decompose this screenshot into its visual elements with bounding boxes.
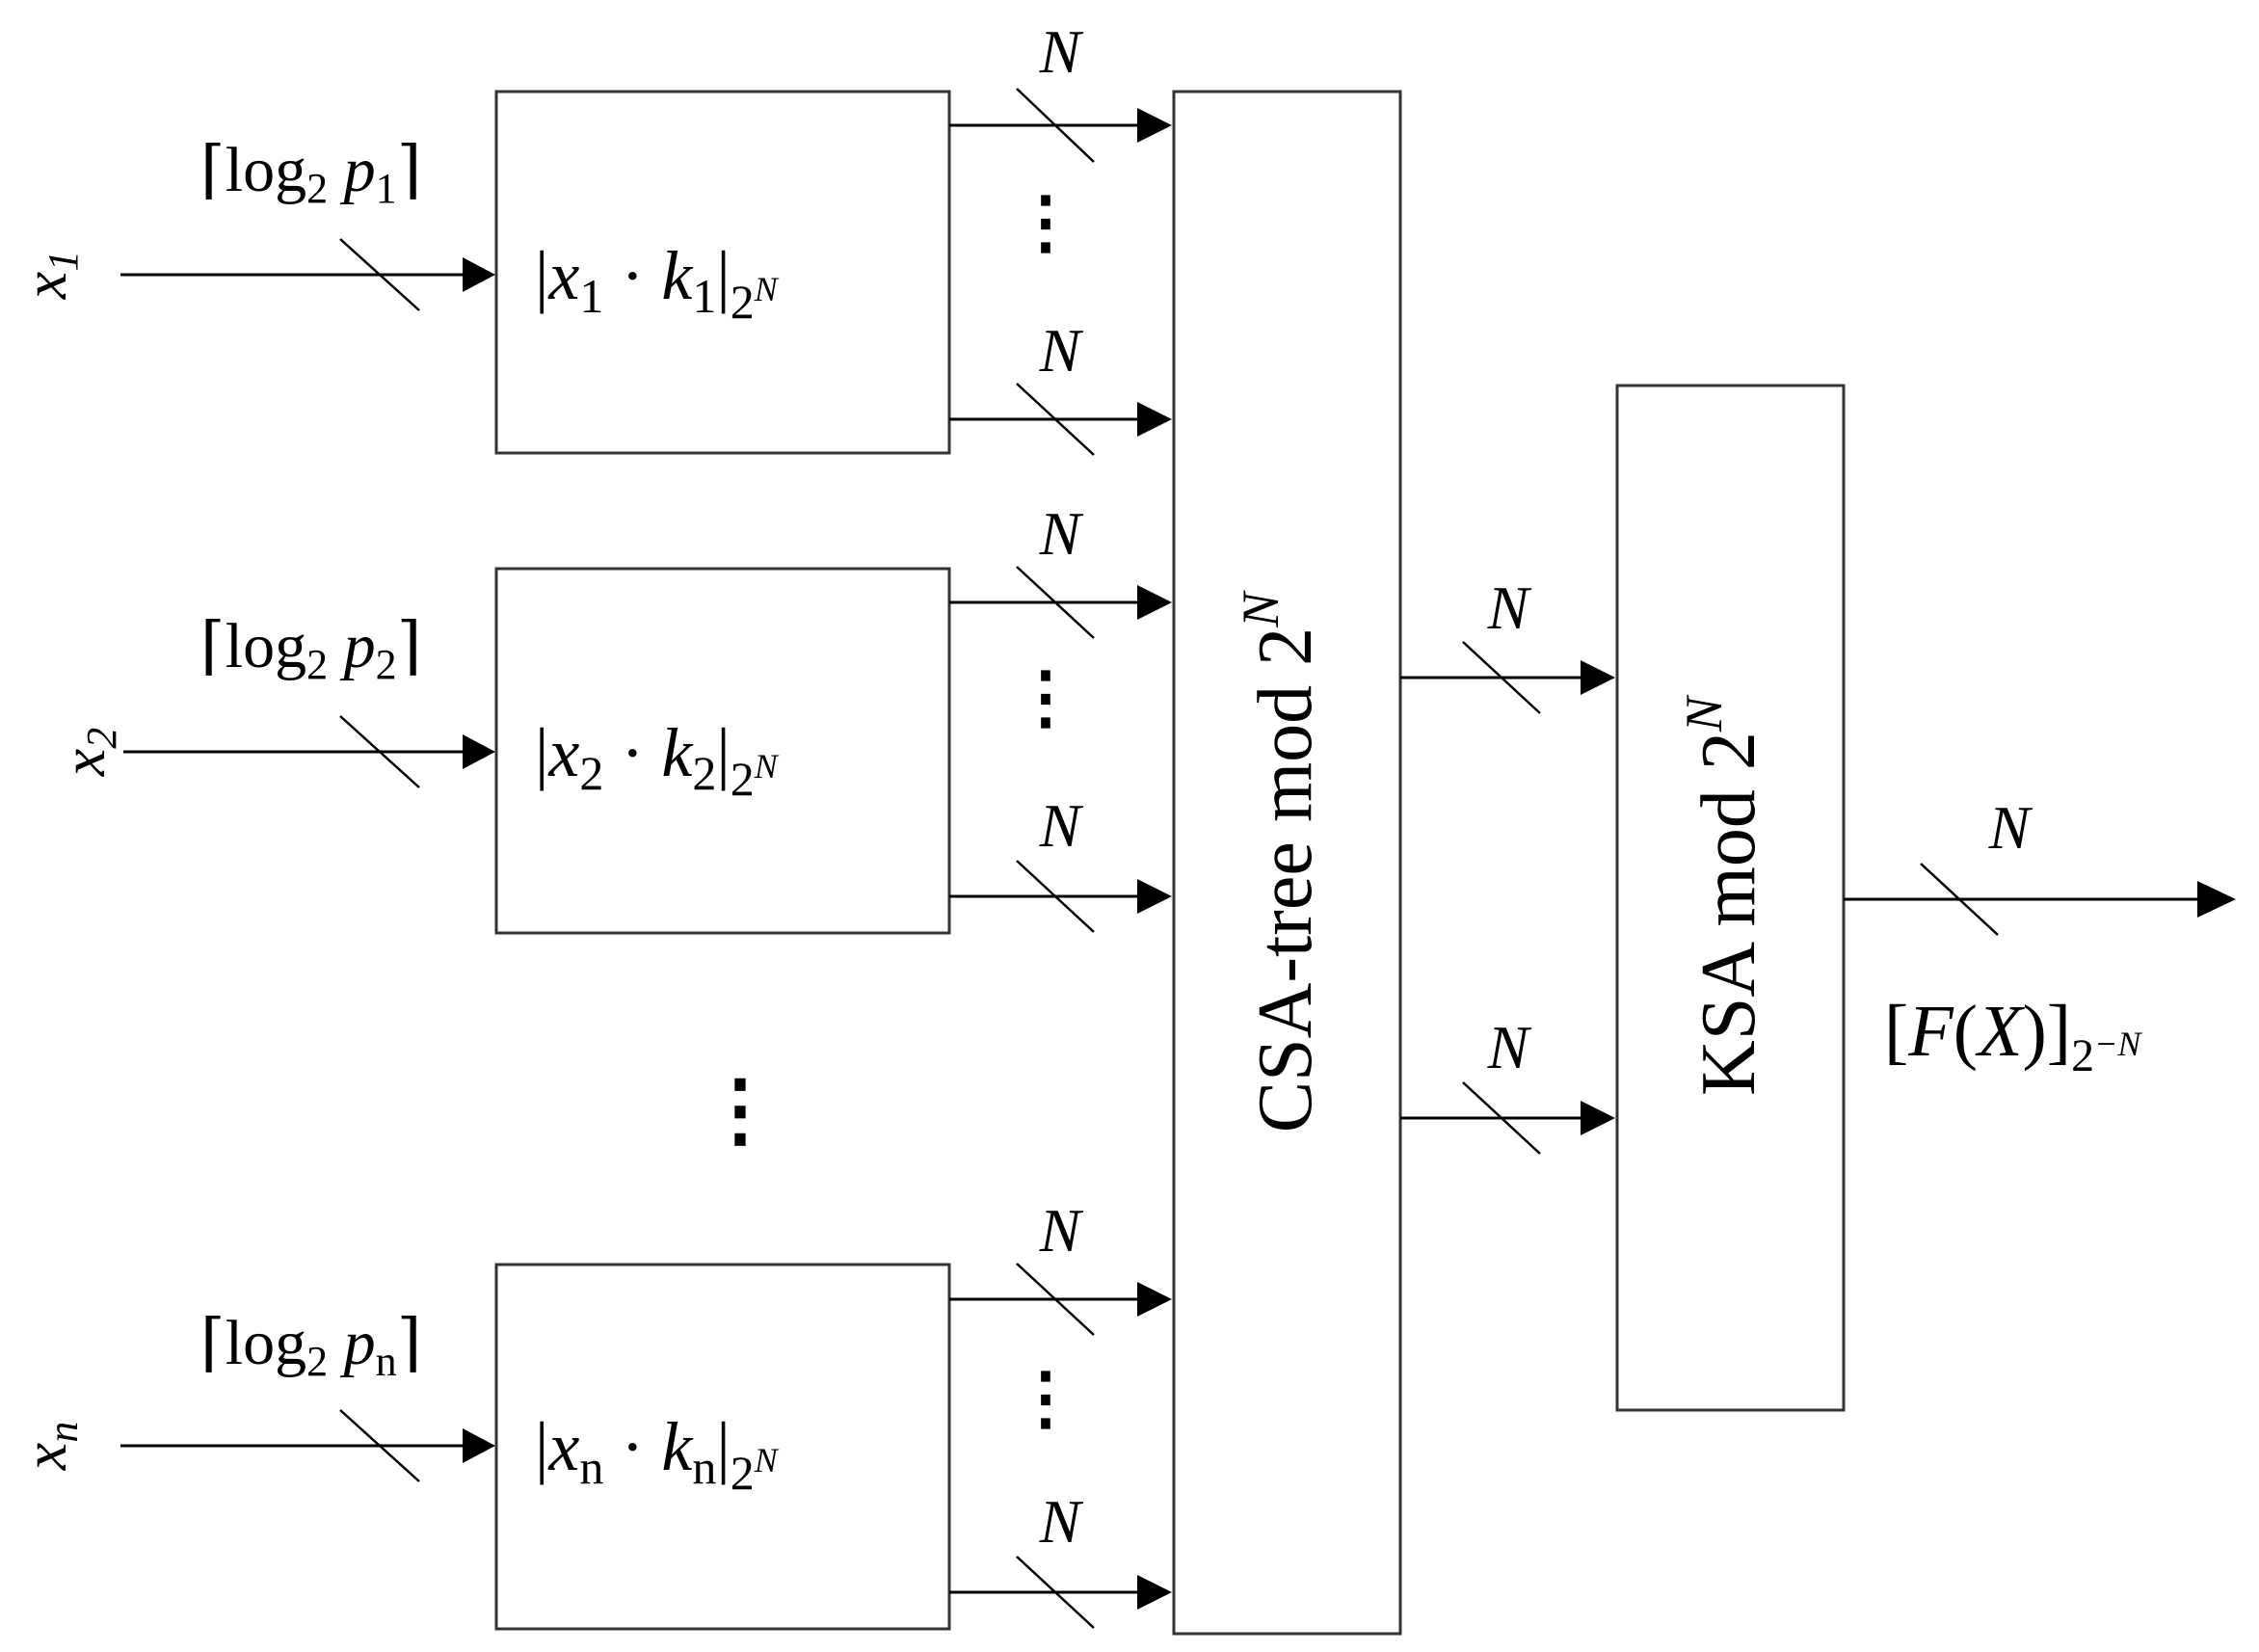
arrowhead	[1581, 660, 1615, 695]
arrowhead	[1137, 1282, 1172, 1317]
multiplier-block-n	[494, 1263, 951, 1631]
bus-width-N: N	[1487, 1013, 1532, 1081]
input-row-n: xn ⌈log2 pn⌉ |xn · kn|2N N ⋮ N	[11, 1196, 1172, 1631]
arrowhead	[1137, 108, 1172, 143]
bus-width-N: N	[1039, 1196, 1084, 1265]
multiplier-block-2	[494, 567, 951, 935]
bus-slash	[1462, 1081, 1541, 1155]
bus-width-N: N	[1039, 791, 1084, 860]
bus-width-N: N	[1039, 1487, 1084, 1556]
arrowhead	[1137, 879, 1172, 914]
bus-slash	[339, 1409, 420, 1482]
input-label-x2: x2	[49, 728, 125, 777]
multiplier-expr-1: |x1 · k1|2N	[535, 237, 780, 329]
bus-width-N: N	[1487, 573, 1532, 642]
bus-slash	[339, 715, 420, 788]
bus-width-N: N	[1039, 316, 1084, 385]
bus-width-N: N	[1039, 499, 1084, 568]
bus-slash	[1016, 860, 1095, 933]
bus-slash	[1016, 88, 1095, 163]
bus-slash	[1920, 863, 1999, 936]
arrowhead	[1137, 1575, 1172, 1610]
input-arrowhead-n	[463, 1428, 495, 1463]
multiplier-block-1	[494, 90, 951, 455]
ellipsis-1: ⋮	[1011, 184, 1080, 261]
ellipsis-n: ⋮	[1011, 1360, 1080, 1437]
input-row-2: x2 ⌈log2 p2⌉ |x2 · k2|2N N ⋮ N	[49, 499, 1172, 935]
arrowhead	[1137, 585, 1172, 620]
input-row-1: x1 ⌈log2 p1⌉ |x1 · k1|2N N ⋮ N	[11, 17, 1172, 456]
ksa-label: KSA mod 2N	[1675, 694, 1771, 1096]
csa-tree-block	[1172, 90, 1402, 1636]
bus-slash	[1016, 1556, 1095, 1629]
input-arrowhead-1	[463, 257, 495, 292]
arrowhead	[1137, 402, 1172, 437]
bit-width-label-n: ⌈log2 pn⌉	[200, 1308, 421, 1385]
input-label-xn: xn	[11, 1422, 87, 1471]
input-label-x1: x1	[11, 251, 87, 300]
ksa-block	[1615, 384, 1846, 1412]
ellipsis-2: ⋮	[1011, 659, 1080, 736]
multiplier-expr-n: |xn · kn|2N	[535, 1408, 780, 1500]
bit-width-label-1: ⌈log2 p1⌉	[200, 135, 421, 212]
bus-width-N: N	[1039, 17, 1084, 86]
output-arrowhead	[2197, 881, 2236, 918]
bit-width-label-2: ⌈log2 p2⌉	[200, 611, 421, 688]
multiplier-expr-2: |x2 · k2|2N	[535, 714, 780, 806]
output-expr: [F(X)]2−N	[1884, 991, 2142, 1081]
input-arrowhead-2	[463, 734, 495, 769]
csa-tree-label: CSA-tree mod 2N	[1232, 590, 1328, 1132]
bus-slash	[1016, 383, 1095, 456]
bus-slash	[339, 238, 420, 311]
arrowhead	[1581, 1101, 1615, 1135]
bus-slash	[1016, 1263, 1095, 1336]
bus-slash	[1016, 566, 1095, 639]
output-bus-width-N: N	[1988, 793, 2033, 862]
rows-ellipsis: ⋮	[700, 1066, 781, 1156]
bus-slash	[1462, 641, 1541, 714]
